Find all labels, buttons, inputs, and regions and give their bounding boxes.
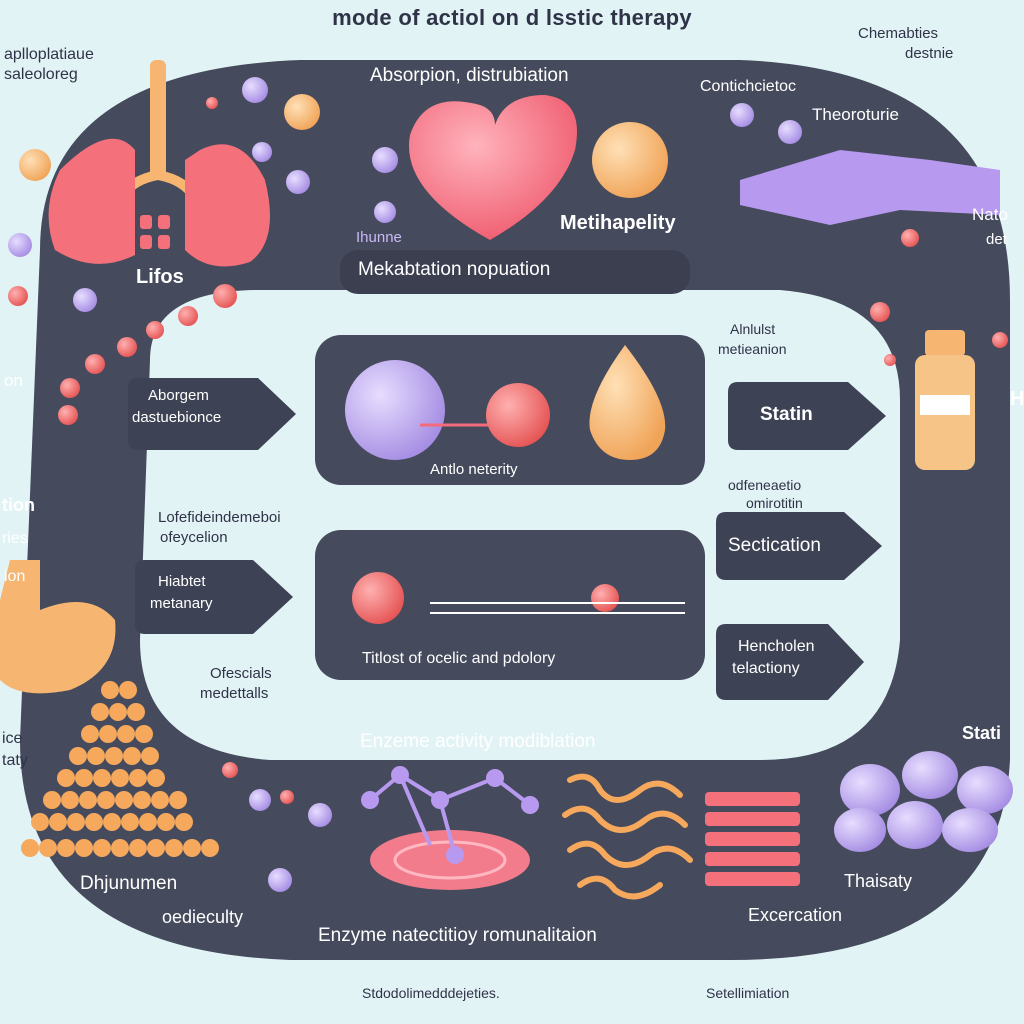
label-odfen-2: omirotitin: [746, 495, 803, 511]
label-absorption: Absorpion, distrubiation: [370, 65, 569, 86]
label-enzyme: Enzyme natectitioy romunalitaion: [318, 925, 597, 946]
lungs-icon: [48, 60, 270, 267]
mekabtation-pill: [340, 250, 690, 294]
fat-cells-icon: [21, 681, 219, 857]
arrow-right-2-label: Sectication: [728, 535, 821, 556]
label-right-h: H: [1010, 388, 1024, 410]
label-contich: Contichcietoc: [700, 78, 797, 95]
blood-vessel-icon: [705, 792, 800, 886]
label-right-nato: Nato: [972, 205, 1008, 224]
corner-label-bottom-right: Setellimiation: [706, 985, 790, 1001]
stomach-icon: [0, 560, 116, 694]
arrow-right-2: [716, 512, 882, 580]
label-left-tion: tion: [2, 495, 35, 515]
outer-ring: [20, 60, 1010, 960]
inner-box-2: [315, 530, 705, 680]
arrow-right-1: [728, 382, 886, 450]
label-right-stati: Stati: [962, 723, 1002, 743]
corner-label-top-right-1: Chemabties: [858, 25, 939, 42]
fibers-icon: [562, 773, 693, 900]
label-odfen-1: odfeneaetio: [728, 477, 802, 493]
label-left-ion: ion: [4, 568, 26, 585]
label-theoroturie: Theoroturie: [812, 105, 899, 124]
enzyme-molecule-icon: [361, 766, 539, 890]
label-left-ice: ice: [2, 730, 23, 747]
label-excercation: Excercation: [748, 905, 843, 925]
corner-label-top-left-1: aplloplatiaue: [4, 46, 94, 63]
tissue-sphere-icon: [592, 122, 668, 198]
label-left-on: on: [4, 371, 23, 390]
label-alnlut-2: metieanion: [718, 341, 787, 357]
label-dhjunumen: Dhjunumen: [80, 873, 178, 894]
corner-label-top-right-2: destnie: [905, 45, 954, 62]
arrow-left-2-line1: Hiabtet: [158, 573, 206, 590]
cell-membrane-icon: [740, 150, 1000, 225]
box2-label: Titlost of ocelic and pdolory: [362, 650, 556, 667]
label-lofefide-1: Lofefideindemeboi: [158, 509, 281, 526]
label-enzeme: Enzeme activity modiblation: [360, 731, 596, 752]
label-lifos: Lifos: [136, 266, 184, 288]
label-oedieculty: oedieculty: [162, 907, 244, 927]
label-mekabtation: Mekabtation nopuation: [358, 259, 551, 280]
box1-label: Antlo neterity: [430, 461, 518, 478]
label-right-det: det: [986, 231, 1007, 248]
kidney-cells-icon: [834, 751, 1013, 852]
arrow-left-1-line1: Aborgem: [148, 387, 209, 404]
arrow-right-3-line1: Hencholen: [738, 638, 815, 655]
arrow-left-1: [128, 378, 296, 450]
label-left-ries: ries: [2, 530, 28, 547]
label-lofefide-2: ofeycelion: [160, 529, 228, 546]
label-alnlut-1: Alnlulst: [730, 321, 776, 337]
arrow-left-2-line2: metanary: [150, 595, 213, 612]
label-ihunne: Ihunne: [356, 229, 402, 246]
label-ofescials-2: medettalls: [200, 685, 269, 702]
arrow-right-1-label: Statin: [760, 404, 813, 425]
label-ofescials-1: Ofescials: [210, 665, 272, 682]
heart-icon: [409, 95, 577, 240]
label-metihapelity: Metihapelity: [560, 212, 676, 234]
diagram-title: mode of actiol on d lsstic therapy: [332, 5, 692, 30]
label-thaisaty: Thaisaty: [844, 871, 913, 891]
corner-label-top-left-2: saleoloreg: [4, 66, 78, 83]
arrow-right-3: [716, 624, 864, 700]
arrow-left-1-line2: dastuebionce: [132, 409, 222, 426]
label-left-taty: taty: [2, 752, 28, 769]
corner-label-bottom-left: Stdodolimedddejeties.: [362, 985, 500, 1001]
arrow-left-2: [135, 560, 293, 634]
arrow-right-3-line2: telactiony: [732, 660, 800, 677]
bottle-icon: [915, 330, 975, 470]
